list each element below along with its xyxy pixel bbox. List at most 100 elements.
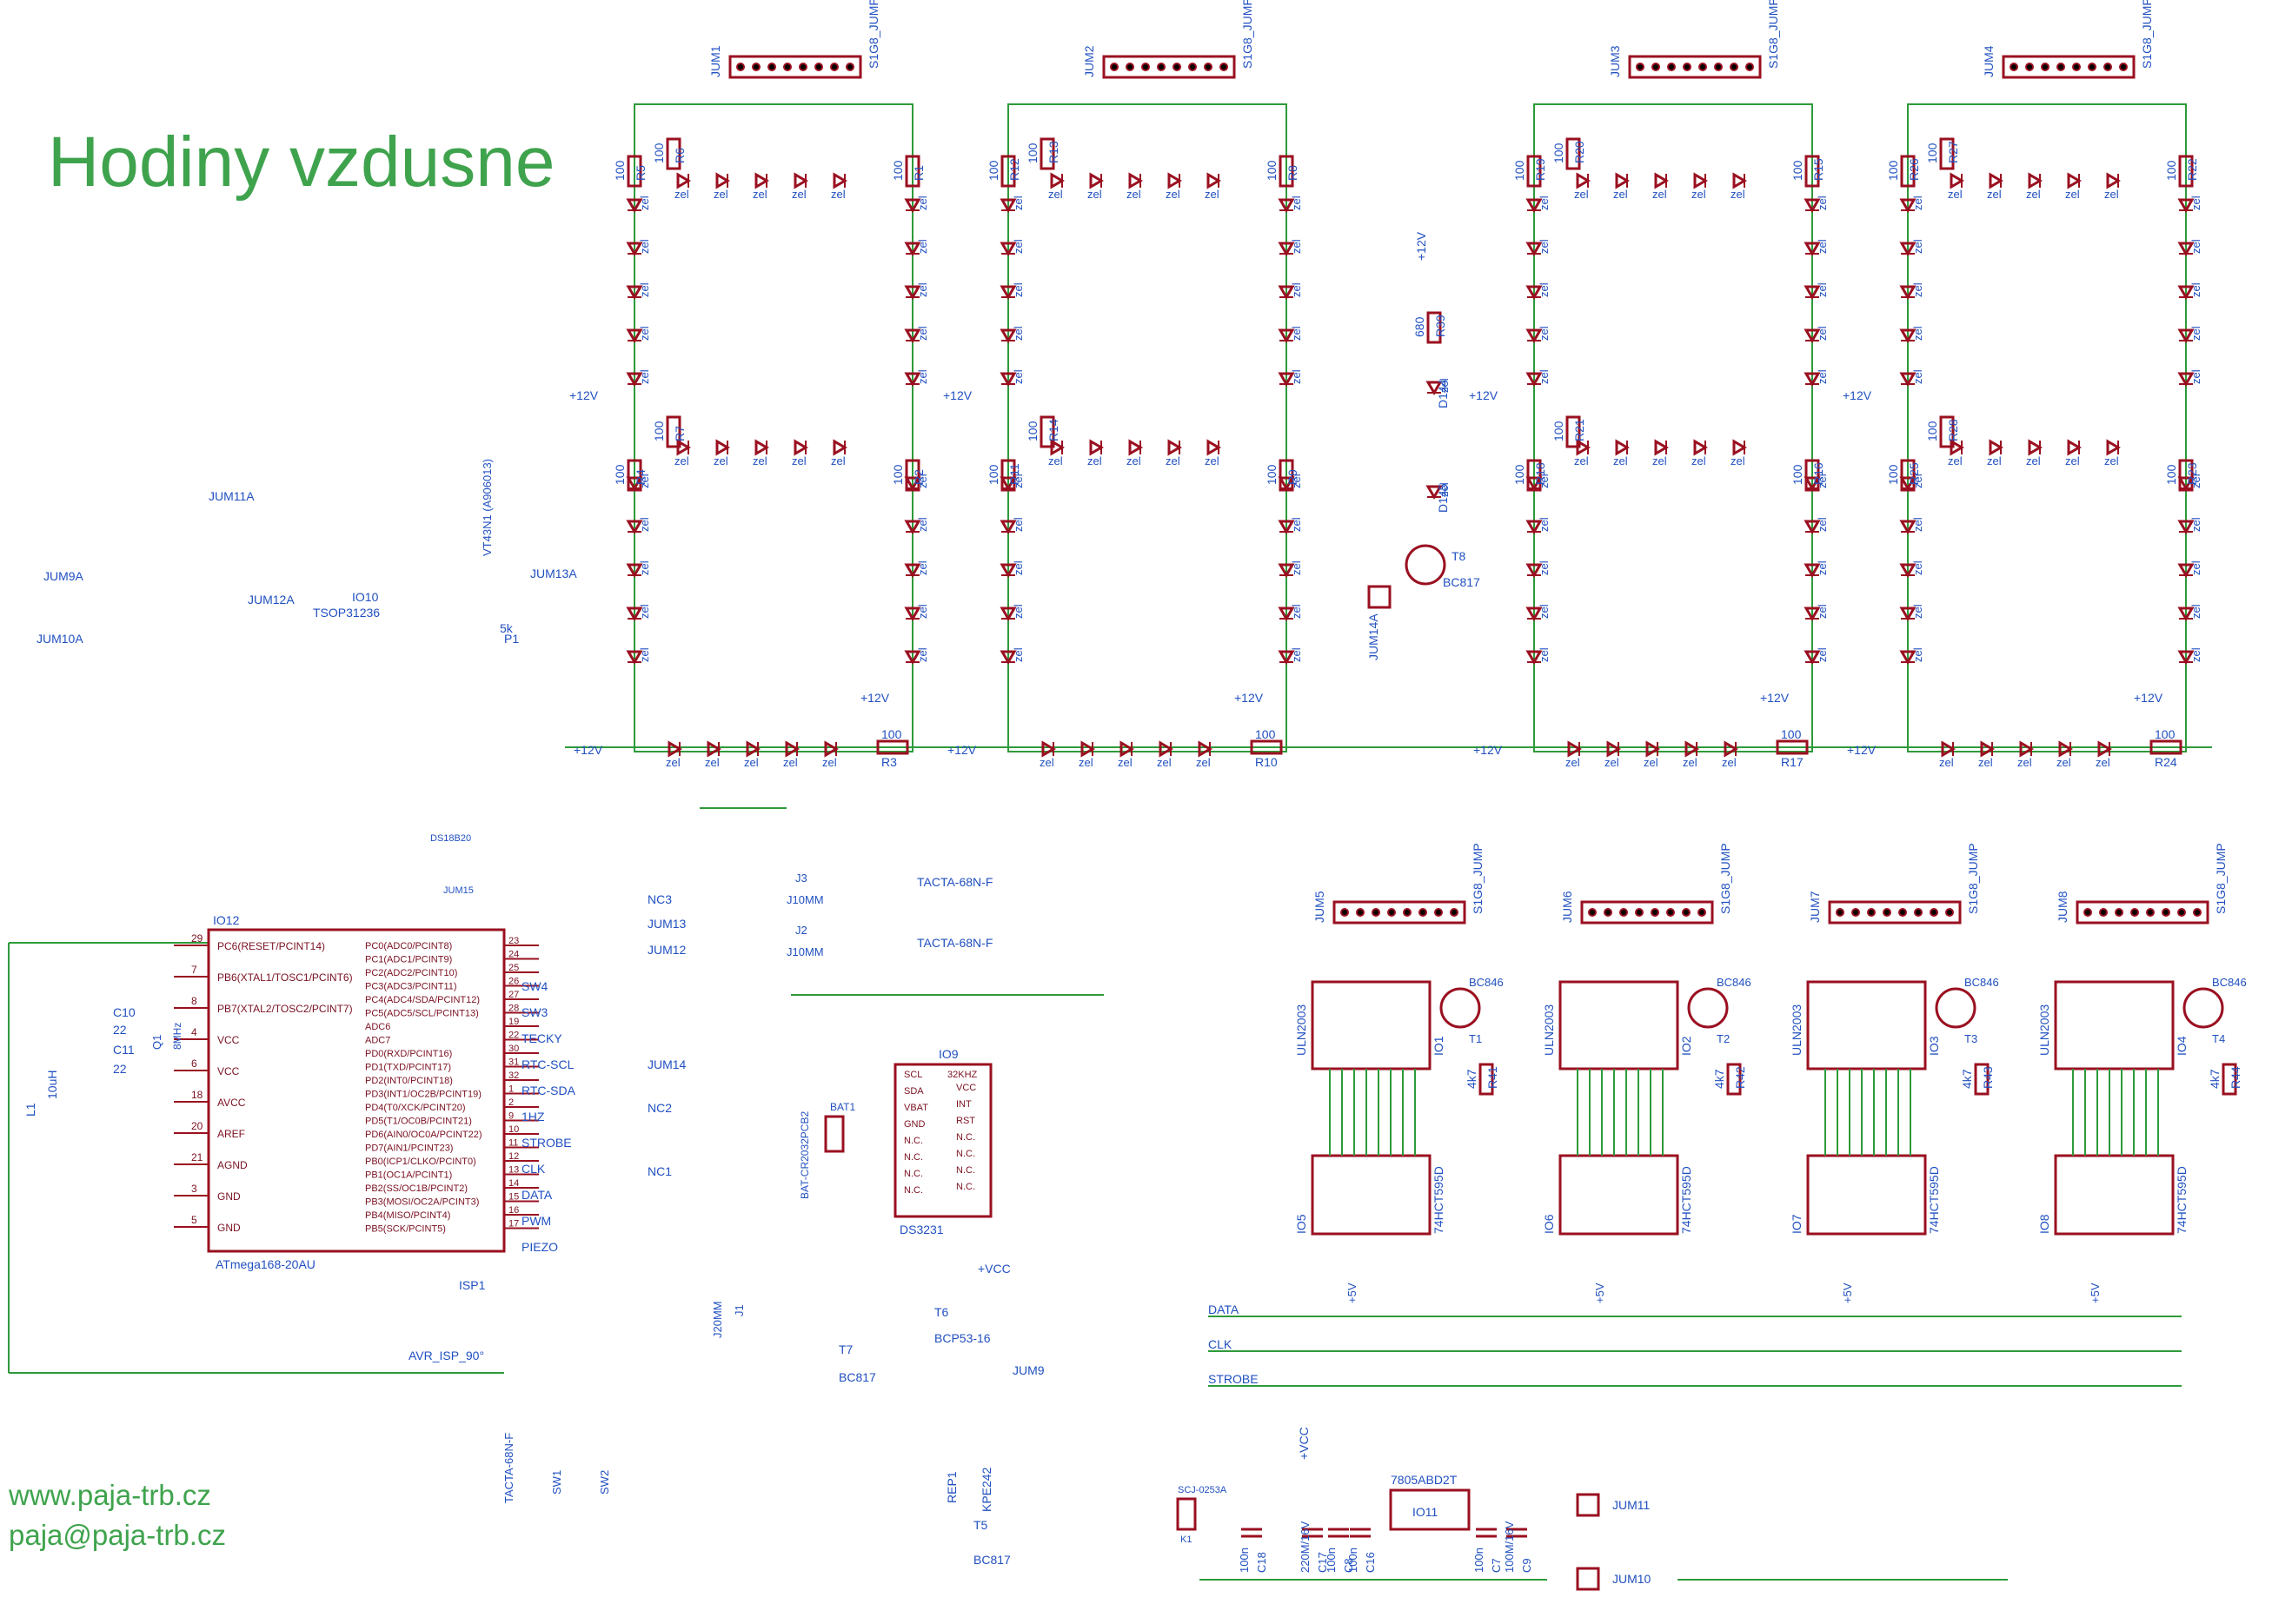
led-label: zel: [2026, 188, 2041, 201]
mcu-pin-name: VCC: [217, 1034, 240, 1046]
led-label: zel: [916, 196, 929, 210]
resistor-value: 100: [891, 464, 905, 485]
header-pin: [1698, 63, 1707, 71]
led-label: zel: [1048, 188, 1063, 201]
jumper-ref: JUM9A: [43, 569, 84, 583]
led-symbol: [1278, 607, 1295, 621]
mcu-pin-name: PB5(SCK/PCINT5): [365, 1224, 446, 1235]
led-label: zel: [1613, 188, 1628, 201]
led-label: zel: [1816, 604, 1829, 619]
resistor-body: [1900, 155, 1916, 188]
led-symbol: [1000, 372, 1017, 387]
resistor-body: [1250, 739, 1283, 755]
resistor-value: 100: [1512, 160, 1526, 181]
led-symbol: [1525, 372, 1543, 387]
led-label: zel: [753, 188, 767, 201]
led-symbol: [833, 439, 847, 456]
led-label: zel: [1816, 239, 1829, 254]
jumper-out: [1576, 1493, 1600, 1517]
led-label: zel: [638, 604, 651, 619]
led-symbol: [1804, 650, 1821, 665]
resistor-ref: R24: [2155, 755, 2177, 769]
driver-transistor-type: BC846: [1964, 976, 1999, 989]
battery-body: [824, 1115, 845, 1153]
resistor-body: [1974, 1063, 1990, 1096]
led-symbol: [1693, 172, 1708, 189]
header-pin: [1714, 63, 1723, 71]
led-symbol: [2028, 439, 2043, 456]
header-pin: [1836, 908, 1844, 917]
led-symbol: [1525, 198, 1543, 213]
led-symbol: [2028, 172, 2043, 189]
header-pin: [2115, 908, 2123, 917]
led-symbol: [2106, 439, 2121, 456]
rtc-pin-name: SCL: [904, 1070, 922, 1080]
header-ref: JUM6: [1560, 891, 1574, 923]
led-label: zel: [1613, 454, 1628, 467]
led-label: zel: [666, 756, 681, 769]
uln-body: [1311, 980, 1432, 1071]
led-symbol: [1615, 439, 1630, 456]
resistor-body: [2149, 739, 2182, 755]
mcu-net-label: TECKY: [521, 1031, 562, 1045]
driver-header: [1332, 900, 1466, 925]
mcu-pin-name: ADC7: [365, 1036, 390, 1046]
resistor-value: 100: [1026, 421, 1040, 441]
capacitor-value: 100n: [1325, 1548, 1338, 1573]
led-label: zel: [1939, 756, 1954, 769]
mcu-pin-name: PC5(ADC5/SCL/PCINT13): [365, 1009, 479, 1019]
rtc-ref: IO9: [939, 1047, 959, 1061]
led-label: zel: [1652, 188, 1667, 201]
jumper-ref: JUM10A: [37, 632, 83, 646]
led-symbol: [1000, 650, 1017, 665]
led-symbol: [1198, 740, 1212, 758]
header-pin: [1945, 908, 1954, 917]
jumper-ref: J2: [795, 924, 807, 937]
driver-header: [2076, 900, 2209, 925]
transistor-type: BCP53-16: [934, 1331, 991, 1345]
header-type: S1G8_JUMP: [2214, 843, 2228, 914]
led-label: zel: [1691, 454, 1706, 467]
jumper-ref: JUM13: [648, 917, 687, 931]
resistor-ref: R44: [2229, 1066, 2242, 1089]
led-label: zel: [2189, 239, 2202, 254]
switch-ref: SW2: [598, 1470, 611, 1495]
jack-ref: K1: [1180, 1535, 1192, 1545]
led-symbol: [626, 285, 643, 300]
led-symbol: [2177, 563, 2195, 578]
led-label: zel: [1948, 454, 1963, 467]
resistor-body: [1804, 459, 1820, 492]
led-symbol: [1899, 242, 1917, 256]
uln-name: ULN2003: [1294, 1004, 1308, 1056]
mcu-pin-name: PC6(RESET/PCINT14): [217, 940, 325, 952]
led-symbol: [626, 607, 643, 621]
supply-label: +12V: [2134, 691, 2163, 705]
driver-transistor: [1439, 987, 1481, 1029]
jumper-type: J10MM: [787, 945, 824, 958]
led-label: zel: [1290, 196, 1303, 210]
led-symbol: [668, 740, 682, 758]
uln-body: [2054, 980, 2175, 1071]
header-pin: [1745, 63, 1754, 71]
mcu-pin-name: PC3(ADC3/PCINT11): [365, 982, 457, 992]
mcu-pin-name: PC2(ADC2/PCINT10): [365, 968, 457, 978]
led-label: zel: [1565, 756, 1580, 769]
led-symbol: [1899, 607, 1917, 621]
resistor-body: [905, 155, 920, 188]
resistor-body: [627, 155, 642, 188]
header-ref: JUM2: [1082, 45, 1096, 77]
rtc-pin-name: RST: [956, 1116, 975, 1126]
header-pin: [2072, 63, 2081, 71]
header-type: S1G8_JUMP: [2140, 0, 2154, 69]
mcu-pin-num: 19: [508, 1017, 519, 1027]
hc595-name: 74HCT595D: [1432, 1166, 1445, 1234]
led-symbol: [2067, 172, 2082, 189]
led-label: zel: [638, 369, 651, 384]
header-pin: [2130, 908, 2139, 917]
quartz-ref: Q1: [150, 1035, 163, 1050]
led-symbol: [1899, 563, 1917, 578]
led-symbol: [1899, 520, 1917, 534]
mcu-net-label: SW4: [521, 979, 548, 993]
resistor-value: 100: [881, 727, 902, 741]
